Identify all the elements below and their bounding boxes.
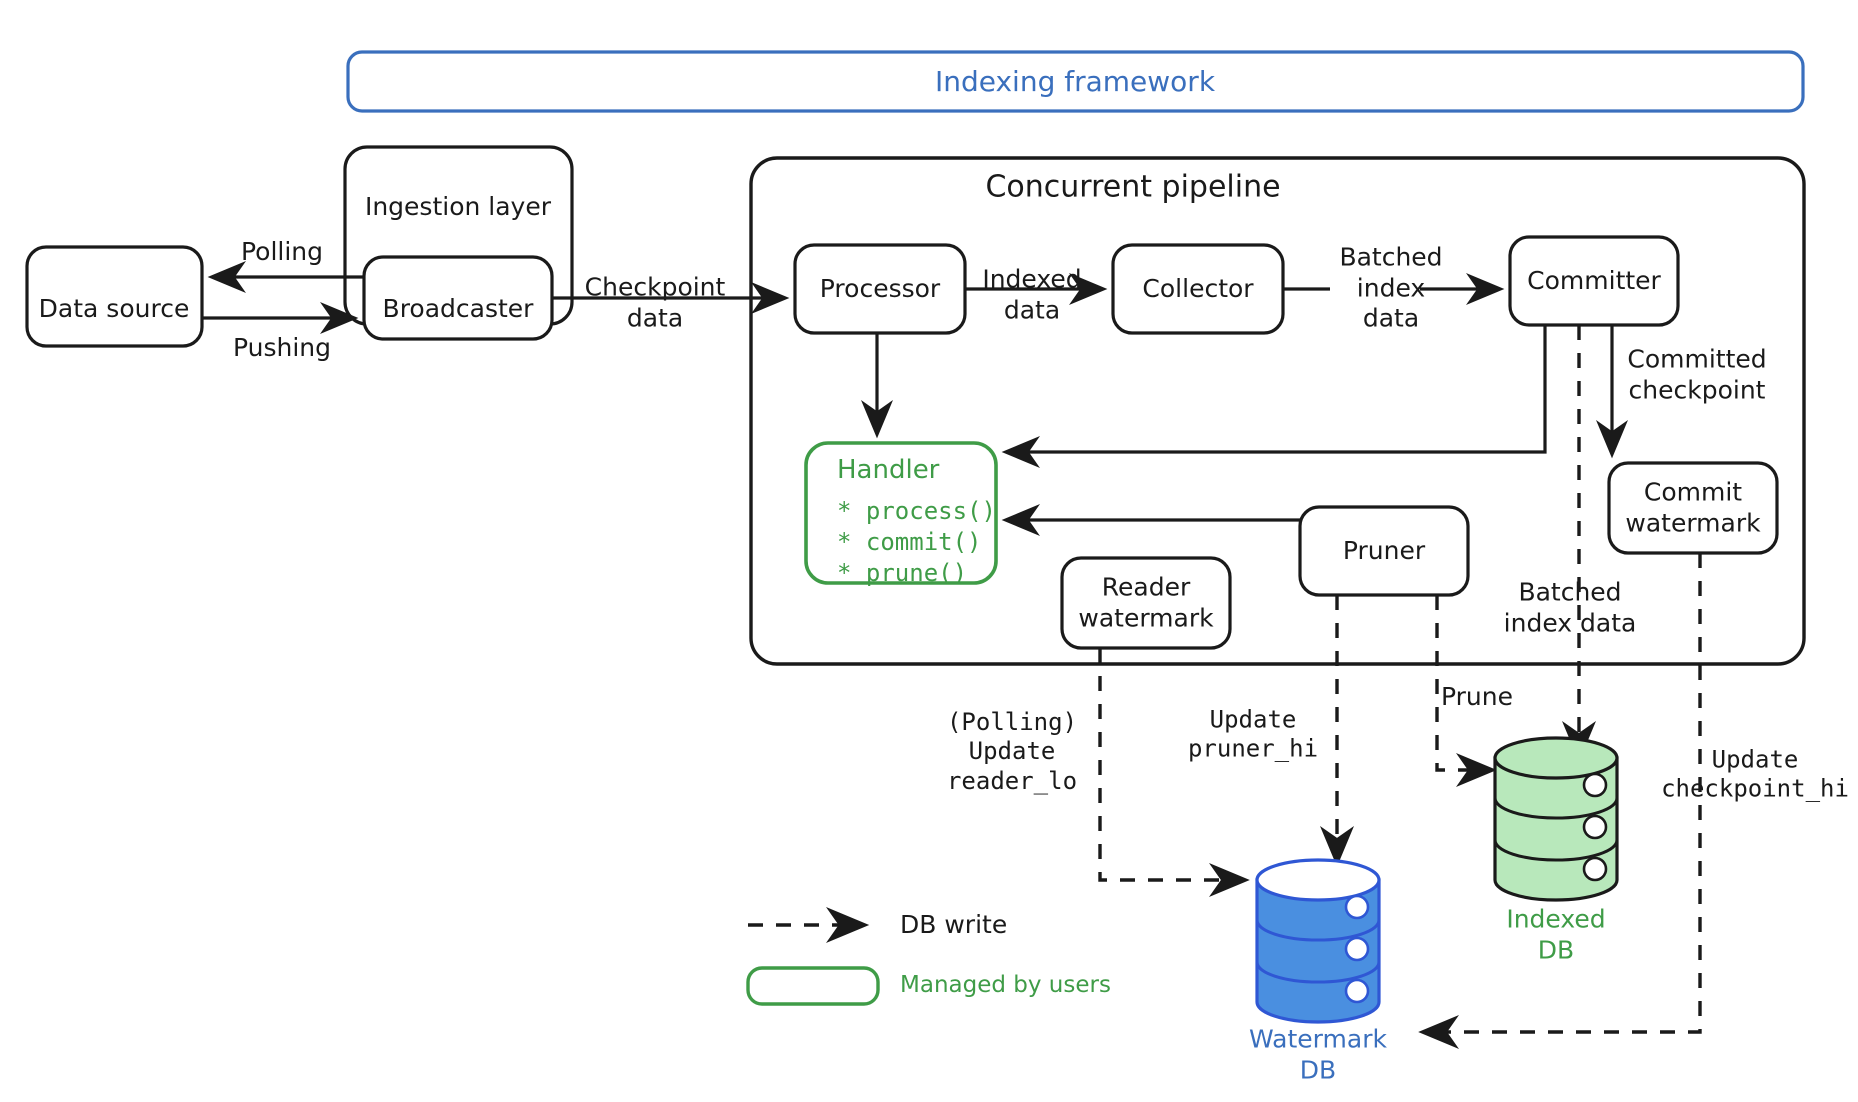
- watermark-db-cylinder[interactable]: [1255, 858, 1381, 1024]
- legend-managed-by-users-label: Managed by users: [900, 972, 1111, 998]
- commit-watermark-box[interactable]: [1607, 461, 1779, 555]
- watermark-db-label: Watermark DB: [1249, 1024, 1387, 1085]
- reader-watermark-box[interactable]: [1060, 556, 1232, 650]
- page-title: Indexing framework: [934, 64, 1216, 98]
- pruner-box[interactable]: [1298, 505, 1470, 597]
- handler-title: Handler: [837, 455, 940, 485]
- edge-label-prune: Prune: [1441, 681, 1513, 711]
- indexed-db-label: Indexed DB: [1506, 904, 1606, 965]
- handler-box[interactable]: [804, 441, 998, 585]
- handler-method-commit: * commit(): [837, 528, 982, 556]
- committer-box[interactable]: [1508, 235, 1680, 327]
- edge-label-update-checkpoint-hi: Update checkpoint_hi: [1661, 745, 1849, 803]
- edge-label-update-pruner-hi: Update pruner_hi: [1187, 705, 1319, 763]
- legend-db-write-label: DB write: [900, 910, 1008, 939]
- concurrent-pipeline-label: Concurrent pipeline: [985, 169, 1281, 205]
- edge-label-batched-index-data-bottom: Batched index data: [1503, 577, 1637, 638]
- data-source-box[interactable]: [25, 245, 204, 348]
- data-source-label: Data source: [38, 293, 190, 323]
- collector-label: Collector: [1142, 273, 1254, 303]
- handler-method-process: * process(): [837, 497, 996, 525]
- handler-method-prune: * prune(): [837, 559, 968, 587]
- broadcaster-label: Broadcaster: [382, 293, 534, 323]
- edge-label-polling: Polling: [240, 236, 324, 266]
- committer-label: Committer: [1527, 265, 1661, 295]
- indexing-framework-box: [346, 50, 1805, 113]
- edge-label-pushing: Pushing: [232, 332, 332, 362]
- edge-label-committed-checkpoint: Committed checkpoint: [1627, 344, 1767, 405]
- processor-label: Processor: [819, 273, 941, 303]
- commit-watermark-label: Commit watermark: [1625, 477, 1761, 538]
- edge-label-indexed-data: Indexed data: [982, 264, 1082, 325]
- edge-label-polling-update-reader-lo: (Polling) Update reader_lo: [946, 708, 1078, 795]
- reader-watermark-label: Reader watermark: [1078, 572, 1214, 633]
- edge-label-batched-index-data-top: Batched index data: [1339, 242, 1443, 333]
- indexed-db-cylinder[interactable]: [1493, 736, 1619, 902]
- concurrent-pipeline-box: [749, 156, 1806, 666]
- ingestion-layer-label: Ingestion layer: [364, 191, 552, 221]
- edge-label-checkpoint-data: Checkpoint data: [584, 272, 726, 333]
- pruner-label: Pruner: [1342, 535, 1426, 565]
- legend-managed-box: [746, 966, 880, 1006]
